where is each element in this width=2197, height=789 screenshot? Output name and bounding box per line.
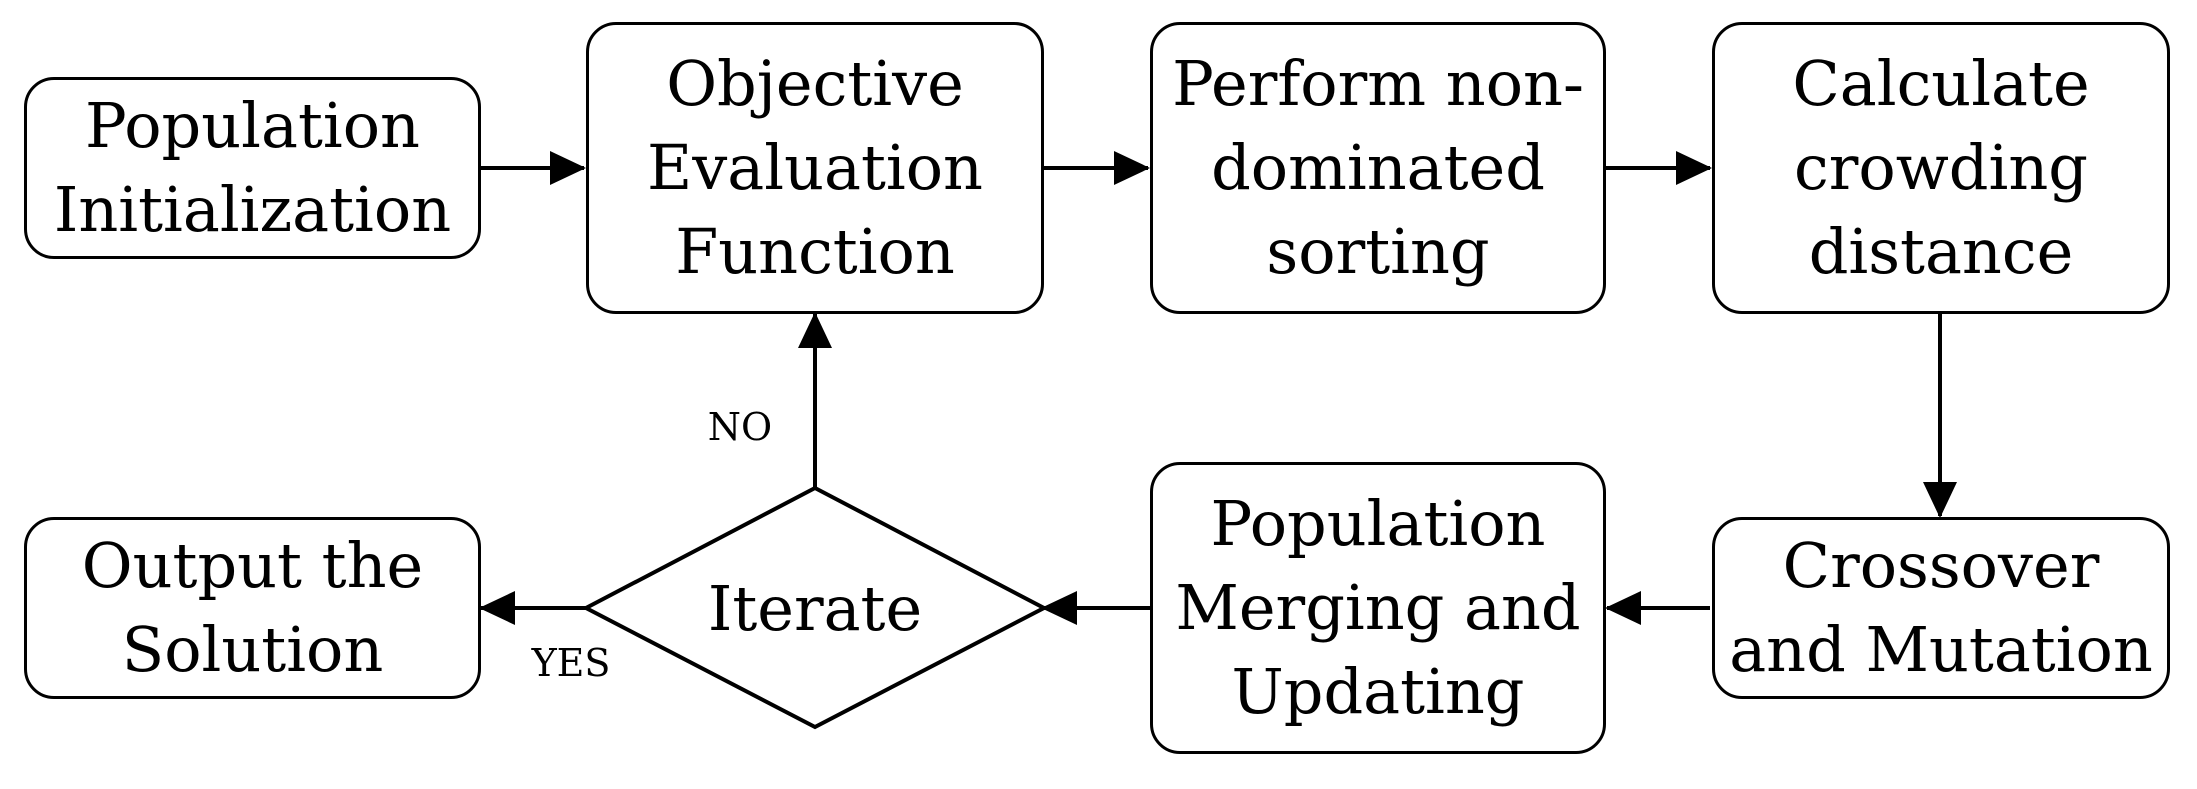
- node-text-line: Perform non-: [1172, 47, 1584, 120]
- edge-label-no: NO: [708, 405, 772, 449]
- node-calculate-crowding-distance: Calculate crowding distance: [1712, 22, 2170, 314]
- edge-label-yes: YES: [531, 641, 611, 685]
- node-output-the-solution: Output the Solution: [24, 517, 481, 699]
- node-population-merging-and-updating: Population Merging and Updating: [1150, 462, 1606, 754]
- node-text-line: Solution: [121, 613, 384, 686]
- node-text-line: Evaluation: [647, 131, 983, 204]
- node-crossover-and-mutation: Crossover and Mutation: [1712, 517, 2170, 699]
- node-text-line: Merging and: [1175, 571, 1581, 644]
- node-text-line: Initialization: [53, 173, 452, 246]
- iterate-label: Iterate: [708, 572, 922, 645]
- node-text-line: and Mutation: [1729, 613, 2153, 686]
- node-nondominated-sorting: Perform non- dominated sorting: [1150, 22, 1606, 314]
- node-text-line: Calculate: [1792, 47, 2090, 120]
- node-text-line: Output the: [81, 529, 424, 602]
- node-text-line: distance: [1808, 215, 2074, 288]
- node-text-line: Updating: [1231, 655, 1525, 728]
- node-text-line: Population: [85, 89, 420, 162]
- node-text-line: Objective: [666, 47, 964, 120]
- node-text-line: sorting: [1266, 215, 1490, 288]
- node-text-line: Function: [675, 215, 955, 288]
- node-text-line: dominated: [1211, 131, 1545, 204]
- iterate-decision-diamond: [581, 485, 1049, 730]
- node-text-line: Crossover: [1782, 529, 2100, 602]
- node-objective-evaluation-function: Objective Evaluation Function: [586, 22, 1044, 314]
- node-text-line: Population: [1210, 487, 1546, 560]
- node-population-initialization: Population Initialization: [24, 77, 481, 259]
- node-text-line: crowding: [1794, 131, 2088, 204]
